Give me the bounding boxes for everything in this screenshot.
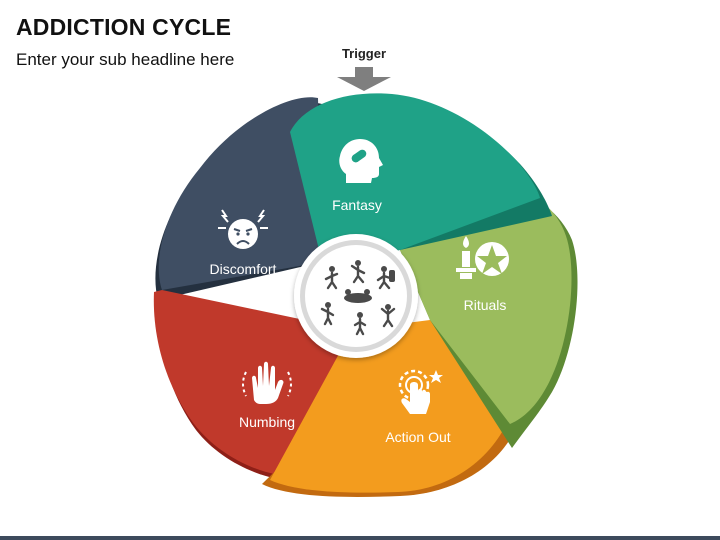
candle-pentagram-icon — [456, 236, 509, 279]
segment-label-discomfort: Discomfort — [210, 261, 277, 277]
segment-discomfort — [155, 97, 322, 301]
segment-fantasy — [290, 93, 552, 263]
segment-label-rituals: Rituals — [464, 297, 507, 313]
person-figure — [380, 304, 396, 328]
bottom-accent-bar — [0, 536, 720, 540]
hand-tap-icon — [398, 369, 443, 414]
head-pill-icon — [339, 139, 383, 183]
person-figure — [376, 266, 395, 290]
person-figure — [320, 302, 335, 326]
angry-face-icon — [218, 209, 268, 249]
page-title: ADDICTION CYCLE — [16, 14, 232, 40]
page-subtitle: Enter your sub headline here — [16, 50, 235, 69]
segment-action-out — [262, 320, 520, 497]
segment-label-fantasy: Fantasy — [332, 197, 382, 213]
segment-label-action-out: Action Out — [385, 429, 450, 445]
segment-label-numbing: Numbing — [239, 414, 295, 430]
person-figure — [353, 312, 367, 336]
hand-tremor-icon — [242, 361, 292, 404]
person-figure — [344, 289, 372, 303]
trigger-label: Trigger — [341, 46, 387, 61]
trigger-arrow-icon — [337, 67, 391, 91]
person-figure — [324, 266, 339, 290]
segment-rituals — [400, 180, 578, 448]
people-group-icon — [320, 260, 396, 336]
person-figure — [350, 260, 366, 284]
